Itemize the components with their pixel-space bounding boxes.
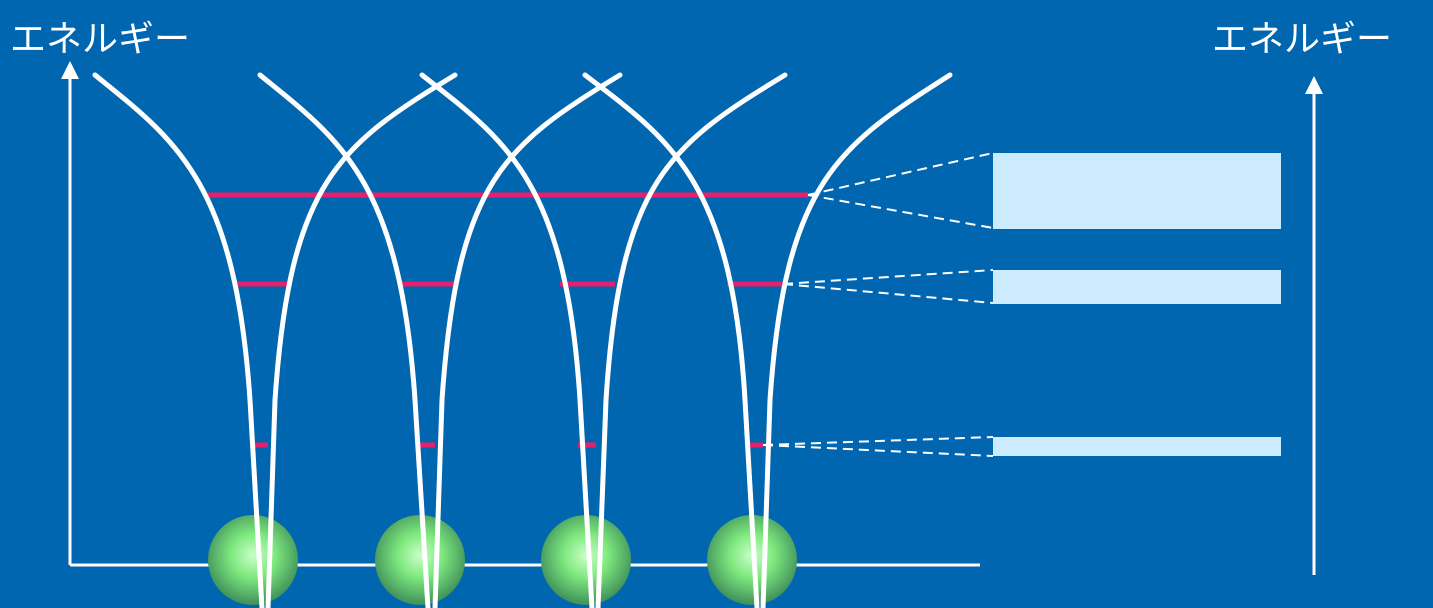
- connector-upper-top: [808, 153, 993, 195]
- connector-middle-top: [783, 270, 993, 284]
- energy-bands: [993, 153, 1281, 456]
- atom-2: [375, 515, 465, 605]
- connector-upper-bottom: [808, 195, 993, 228]
- band-upper: [993, 153, 1281, 229]
- connector-middle-bottom: [783, 284, 993, 303]
- connector-lower-bottom: [763, 445, 993, 456]
- well-4-right-branch: [763, 75, 950, 608]
- band-middle: [993, 270, 1281, 304]
- band-lower: [993, 437, 1281, 456]
- atom-1: [208, 515, 298, 605]
- atoms: [208, 515, 797, 605]
- dashed-connectors: [763, 153, 993, 456]
- connector-lower-top: [763, 437, 993, 445]
